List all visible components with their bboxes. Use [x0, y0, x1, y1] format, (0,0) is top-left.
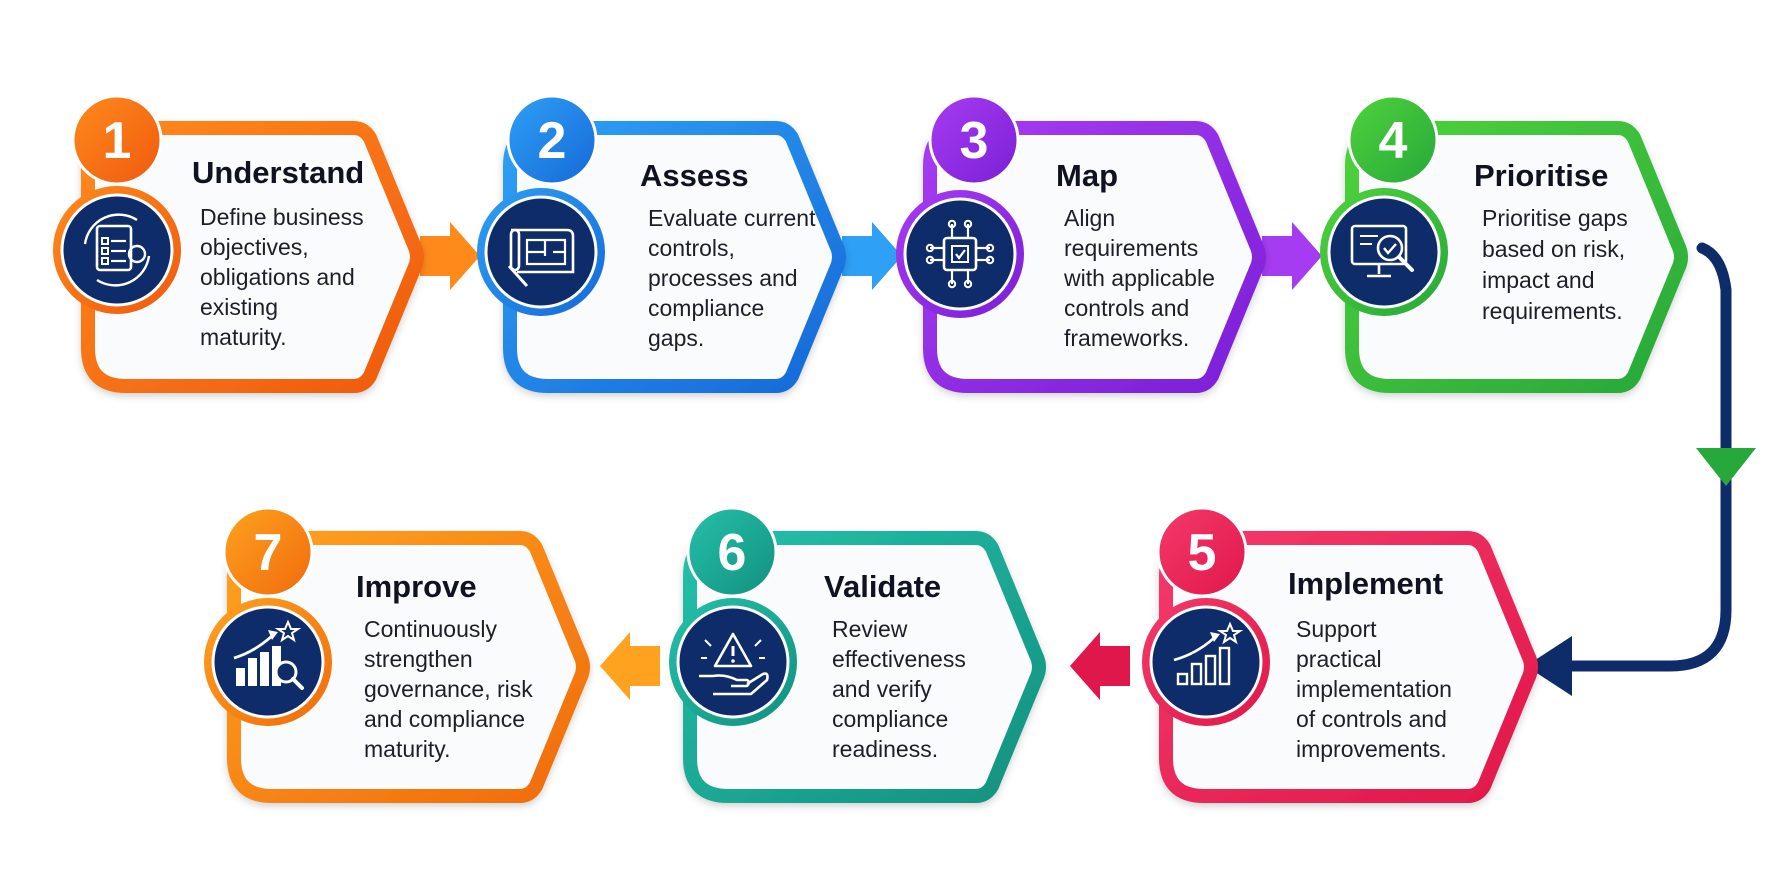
step-title: Prioritise	[1474, 158, 1608, 193]
step-number-badge	[506, 94, 598, 186]
step-number-badge	[928, 94, 1020, 186]
step-description-line: strengthen	[364, 646, 473, 672]
step-description-line: maturity.	[364, 736, 450, 762]
step-description-line: existing	[200, 294, 278, 320]
step-description-line: with applicable	[1063, 265, 1215, 291]
arrow-2-to-3	[842, 222, 902, 290]
step-number-badge	[222, 506, 314, 598]
step-description-line: Define business	[200, 204, 364, 230]
step-card-outline	[683, 531, 1046, 803]
step-description-line: based on risk,	[1482, 236, 1625, 262]
step-number: 5	[1188, 524, 1217, 582]
step-number-badge	[71, 94, 163, 186]
step-number: 6	[718, 524, 747, 582]
step-number: 7	[254, 524, 283, 582]
step-description-line: gaps.	[648, 325, 704, 351]
icon-disc	[903, 197, 1017, 311]
circuit-chip-icon	[925, 219, 995, 289]
step-description-line: compliance	[648, 295, 764, 321]
step-description-line: processes and	[648, 265, 798, 291]
arrow-3-to-4	[1262, 222, 1322, 290]
bar-chart-magnifier-icon	[233, 619, 304, 690]
step-description-line: practical	[1296, 646, 1382, 672]
step-description-line: controls,	[648, 235, 735, 261]
step-card-outline	[923, 121, 1266, 393]
step-description-line: obligations and	[200, 264, 355, 290]
step-title: Map	[1056, 158, 1118, 193]
step-description-line: frameworks.	[1064, 325, 1189, 351]
arrow-1-to-2	[420, 222, 480, 290]
step-title: Validate	[824, 569, 941, 604]
step-description-line: Continuously	[364, 616, 497, 642]
step-description-line: implementation	[1296, 676, 1452, 702]
step-number-badge	[1347, 94, 1439, 186]
checklist-cycle-icon	[83, 213, 151, 287]
step-description-line: Evaluate current	[648, 205, 816, 231]
arrow-down-icon	[1696, 448, 1756, 486]
step-title: Improve	[356, 569, 477, 604]
step-number: 2	[538, 112, 567, 170]
step-description-line: improvements.	[1296, 736, 1447, 762]
step-title: Assess	[640, 158, 749, 193]
step-title: Understand	[192, 155, 364, 190]
connector-4-to-5	[1554, 242, 1732, 672]
step-description-line: objectives,	[200, 234, 309, 260]
step-title: Implement	[1288, 566, 1443, 601]
step-description-line: Review	[832, 616, 908, 642]
step-number-badge	[686, 506, 778, 598]
growth-chart-icon	[1173, 621, 1244, 686]
step-description-line: readiness.	[832, 736, 938, 762]
step-description-line: of controls and	[1296, 706, 1447, 732]
step-description-line: and compliance	[364, 706, 525, 732]
step-number-badge	[1156, 506, 1248, 598]
step-description-line: Support	[1296, 616, 1377, 642]
step-description-line: requirements	[1064, 235, 1198, 261]
step-card-outline	[503, 121, 846, 393]
step-number: 1	[103, 112, 132, 170]
step-description-line: effectiveness	[832, 646, 966, 672]
arrow-5-to-6	[1070, 632, 1130, 700]
step-description-line: Prioritise gaps	[1482, 205, 1628, 231]
step-card-outline	[1345, 121, 1688, 393]
step-description-line: maturity.	[200, 324, 286, 350]
warning-hand-icon	[699, 632, 769, 696]
step-description-line: impact and	[1482, 267, 1595, 293]
arrow-into-step-5	[1526, 636, 1572, 696]
step-description-line: requirements.	[1482, 298, 1623, 324]
blueprint-icon	[507, 228, 575, 288]
step-number: 4	[1379, 112, 1408, 170]
step-description-line: controls and	[1064, 295, 1189, 321]
step-description-line: compliance	[832, 706, 948, 732]
monitor-magnifier-icon	[1350, 224, 1414, 278]
step-description-line: and verify	[832, 676, 932, 702]
step-description-line: Align	[1064, 205, 1115, 231]
arrow-6-to-7	[600, 632, 660, 700]
step-number: 3	[960, 112, 989, 170]
step-description-line: governance, risk	[364, 676, 533, 702]
connectors	[420, 222, 1756, 700]
